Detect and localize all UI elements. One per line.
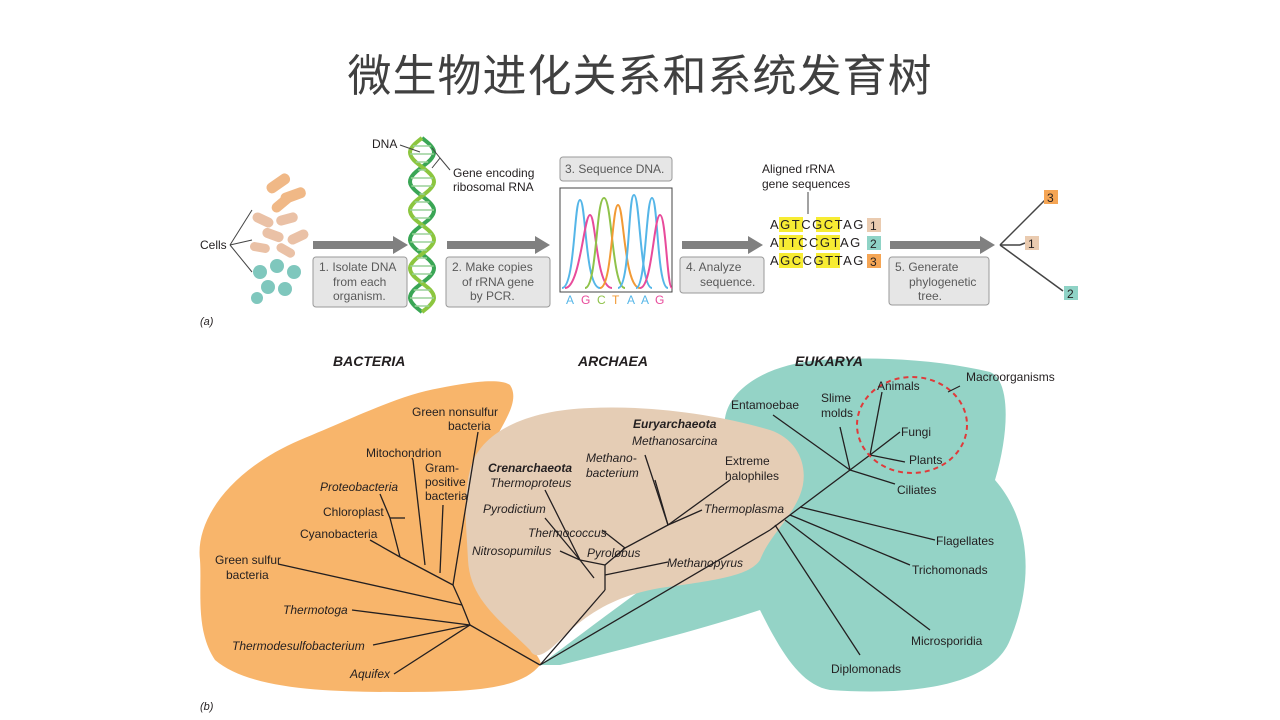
label-thermoplasma: Thermoplasma (704, 502, 784, 516)
sequence-highlights (779, 217, 840, 268)
dna-helix-icon (407, 136, 437, 314)
label-proteobacteria: Proteobacteria (320, 480, 398, 494)
svg-text:A: A (627, 293, 635, 307)
step-4-label: 4. Analyze sequence. (686, 260, 755, 289)
svg-text:3: 3 (1047, 191, 1054, 205)
gene-label: Gene encoding ribosomal RNA (453, 166, 538, 194)
small-phylogenetic-tree (999, 199, 1064, 292)
tree-branches (277, 391, 936, 675)
label-entamoebae: Entamoebae (731, 398, 799, 412)
step-arrow-1 (313, 236, 408, 254)
aligned-sequences: AGTCGCTAG ATTCCGTAG AGCCGTTAG (770, 217, 865, 268)
label-pyrodictium: Pyrodictium (483, 502, 546, 516)
label-green-nonsulfur: Green nonsulfur bacteria (412, 405, 501, 433)
cells-cluster-icon (249, 173, 309, 304)
page-title: 微生物进化关系和系统发育树 (347, 51, 933, 102)
sequence-1: AGTCGCTAG (770, 217, 865, 232)
step-1-label: 1. Isolate DNA from each organism. (319, 260, 399, 303)
label-ciliates: Ciliates (897, 483, 936, 497)
label-methanobacterium: Methano- bacterium (586, 451, 640, 480)
svg-text:G: G (581, 293, 590, 307)
label-gram-positive: Gram- positive bacteria (425, 461, 469, 503)
panel-b: BACTERIA ARCHAEA EUKARYA (199, 353, 1055, 713)
label-euryarchaeota: Euryarchaeota (633, 417, 717, 431)
eukarya-heading: EUKARYA (795, 353, 863, 369)
svg-text:C: C (597, 293, 606, 307)
svg-text:2: 2 (1067, 287, 1074, 301)
label-plants: Plants (909, 453, 942, 467)
svg-text:3: 3 (870, 255, 877, 269)
panel-a-label: (a) (200, 316, 214, 328)
step-3-label: 3. Sequence DNA. (565, 162, 664, 176)
label-macroorganisms: Macroorganisms (966, 370, 1055, 384)
svg-text:1: 1 (870, 219, 877, 233)
macroorganisms-ring (856, 376, 968, 474)
sequence-3: AGCCGTTAG (770, 253, 865, 268)
svg-text:G: G (655, 293, 664, 307)
chromatogram-bases: A G C T A A G (566, 293, 664, 307)
label-pyrolobus: Pyrolobus (587, 546, 640, 560)
label-methanosarcina: Methanosarcina (632, 434, 718, 448)
cells-label: Cells (200, 238, 227, 252)
label-thermodesulfobacterium: Thermodesulfobacterium (232, 639, 365, 653)
bacteria-heading: BACTERIA (333, 353, 405, 369)
chromatogram (561, 193, 673, 289)
label-thermotoga: Thermotoga (283, 603, 348, 617)
step-arrow-5 (890, 236, 995, 254)
step-arrow-4 (682, 236, 763, 254)
bacteria-region (199, 381, 541, 692)
label-aquifex: Aquifex (349, 667, 391, 681)
label-trichomonads: Trichomonads (912, 563, 988, 577)
aligned-label: Aligned rRNA gene sequences (762, 162, 850, 191)
sequence-2: ATTCCGTAG (770, 235, 862, 250)
label-thermococcus: Thermococcus (528, 526, 607, 540)
svg-text:T: T (612, 293, 620, 307)
dna-label: DNA (372, 137, 397, 151)
tree-tip-labels: 3 1 2 (1025, 190, 1078, 301)
svg-text:A: A (641, 293, 649, 307)
label-cyanobacteria: Cyanobacteria (300, 527, 378, 541)
step-5-label: 5. Generate phylogenetic tree. (895, 260, 980, 303)
step-arrow-2 (447, 236, 550, 254)
label-flagellates: Flagellates (936, 534, 994, 548)
label-crenarchaeota: Crenarchaeota (488, 461, 572, 475)
label-animals: Animals (877, 379, 920, 393)
svg-text:A: A (566, 293, 574, 307)
label-nitrosopumilus: Nitrosopumilus (472, 544, 551, 558)
archaea-heading: ARCHAEA (577, 353, 648, 369)
label-chloroplast: Chloroplast (323, 505, 384, 519)
label-slime-molds: Slime molds (821, 391, 854, 420)
svg-text:2: 2 (870, 237, 877, 251)
eukarya-region (540, 358, 1026, 692)
label-extreme-halophiles: Extreme halophiles (725, 454, 779, 483)
archaea-region (465, 407, 804, 656)
label-methanopyrus: Methanopyrus (667, 556, 743, 570)
label-green-sulfur: Green sulfur bacteria (215, 553, 284, 582)
label-microsporidia: Microsporidia (911, 634, 983, 648)
svg-text:1: 1 (1028, 237, 1035, 251)
label-fungi: Fungi (901, 425, 931, 439)
sequence-numbers: 1 2 3 (867, 218, 881, 269)
step-2-label: 2. Make copies of rRNA gene by PCR. (452, 260, 537, 303)
label-thermoproteus: Thermoproteus (490, 476, 571, 490)
panel-b-label: (b) (200, 701, 214, 713)
label-diplomonads: Diplomonads (831, 662, 901, 676)
label-mitochondrion: Mitochondrion (366, 446, 441, 460)
panel-a: Cells 1. Isolate DNA from each organism.… (200, 136, 1078, 328)
